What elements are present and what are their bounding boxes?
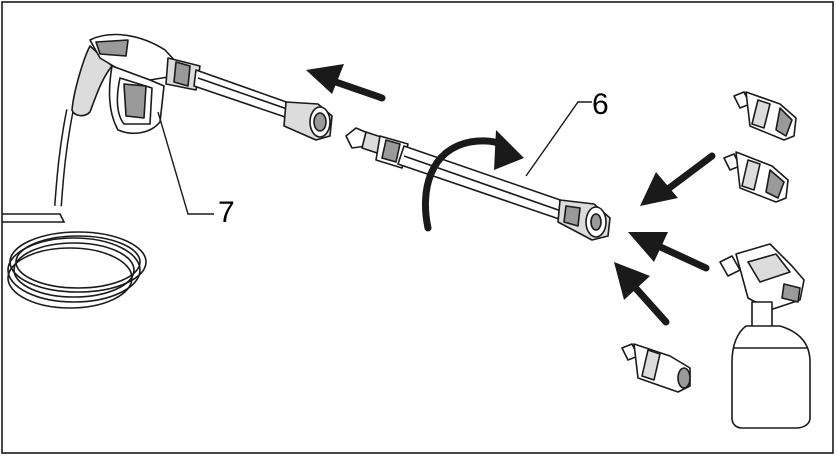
nozzle-top [733, 91, 797, 141]
hose-coil [2, 109, 147, 309]
callout-6-label: 6 [592, 88, 609, 121]
arrow-nozzle-middle [628, 232, 710, 272]
nozzle-second [723, 151, 789, 203]
callout-7-label: 7 [218, 196, 235, 229]
callout-7-leader [157, 111, 214, 215]
arrow-to-gun [306, 64, 386, 102]
arrow-nozzle-lower [614, 262, 670, 326]
callout-6-leader [525, 101, 592, 177]
extension-lance [345, 127, 611, 241]
foam-bottle [719, 243, 811, 429]
spray-gun [71, 33, 333, 141]
nozzle-bottom [621, 343, 691, 393]
arrow-nozzle-upper [640, 152, 716, 206]
rotation-arrow [421, 130, 524, 232]
